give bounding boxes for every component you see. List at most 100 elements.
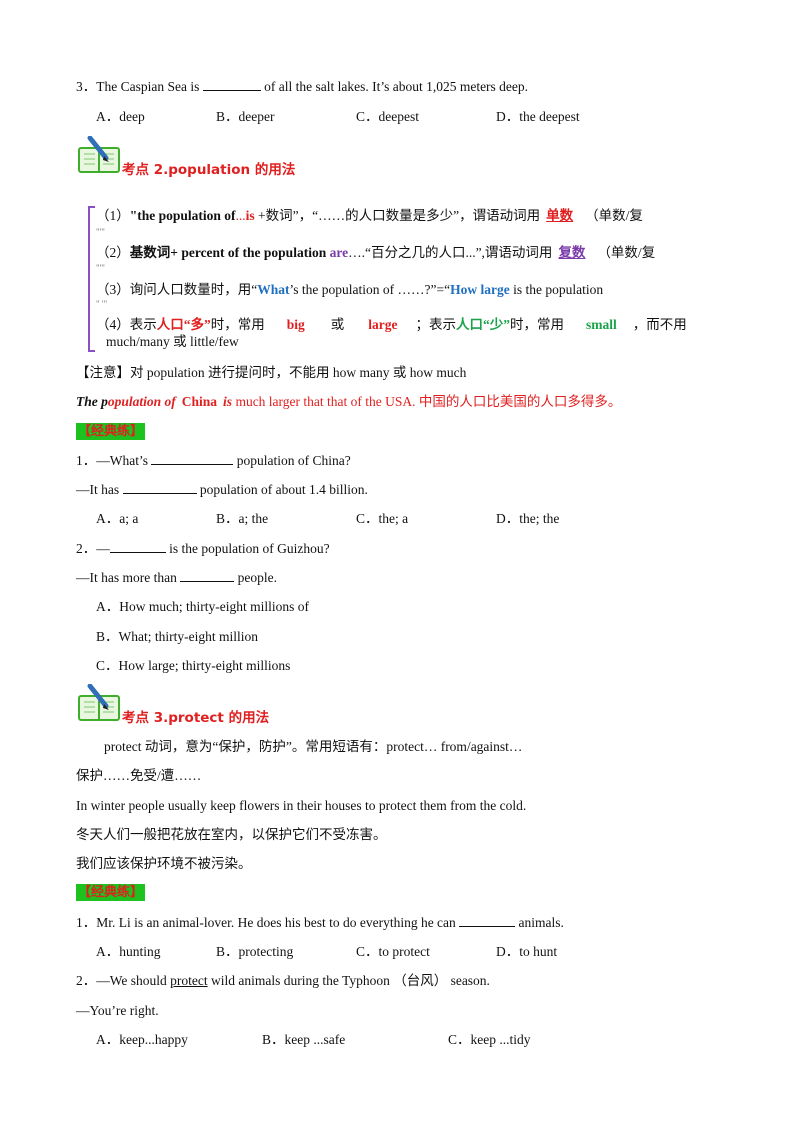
- question-stem: wild animals during the Typhoon （台风） sea…: [207, 973, 490, 988]
- option-c[interactable]: C．deepest: [356, 109, 419, 124]
- answer-blank: [122, 481, 197, 494]
- example-part: China: [181, 394, 218, 409]
- rule-text: 询问人口数量时，用“: [129, 282, 258, 297]
- answer-blank: [180, 569, 235, 582]
- question-stem: —It has more than: [76, 570, 177, 585]
- option-c[interactable]: C．to protect: [356, 944, 430, 959]
- question-stem: 2．—We should: [76, 973, 171, 988]
- rule-text: 时，常用: [510, 317, 565, 332]
- rule-text: ….“百分之几的人口...”,谓语动词用: [348, 245, 553, 260]
- rule-text: ；表示: [415, 317, 457, 332]
- practice2-q2-reply: —It has more than people.: [76, 569, 277, 587]
- cut-off-text: "'": [96, 227, 105, 237]
- protect-description-2: 保护……免受/遭……: [76, 768, 202, 783]
- answer-plural: 复数: [558, 245, 586, 260]
- rule-number: （1）: [96, 208, 130, 223]
- option-a[interactable]: A．hunting: [96, 944, 161, 959]
- rule-text: is the population: [509, 282, 604, 297]
- protect-description: protect 动词，意为“保护，防护”。常用短语有：protect… from…: [104, 739, 523, 754]
- option-a[interactable]: A．keep...happy: [96, 1032, 188, 1047]
- book-icon: [78, 684, 120, 721]
- question-stem: animals.: [518, 915, 564, 930]
- keyword-many: 人口“多”: [156, 317, 211, 332]
- option-a[interactable]: A．deep: [96, 109, 145, 124]
- bracket-decoration: [88, 206, 95, 352]
- option-c[interactable]: C．the; a: [356, 511, 409, 526]
- keyword-big: big: [286, 317, 305, 332]
- ellipsis: ...: [235, 208, 246, 223]
- practice3-q2-reply: —You’re right.: [76, 1003, 159, 1018]
- cut-off-text: " '": [96, 299, 108, 309]
- option-d[interactable]: D．to hunt: [496, 944, 558, 959]
- option-a[interactable]: A．How much; thirty-eight millions of: [96, 599, 309, 614]
- example-chinese-2: 我们应该保护环境不被污染。: [76, 856, 252, 871]
- question-stem: 1．Mr. Li is an animal-lover. He does his…: [76, 915, 456, 930]
- example-part: opulation of: [107, 394, 176, 409]
- answer-blank: [459, 914, 516, 927]
- practice-label: 【经典练】: [76, 423, 146, 440]
- option-c[interactable]: C．keep ...tidy: [448, 1032, 531, 1047]
- rule-text: 时，常用: [210, 317, 265, 332]
- question-stem: is the population of Guizhou?: [169, 541, 330, 556]
- option-d[interactable]: D．the; the: [496, 511, 560, 526]
- option-a[interactable]: A．a; a: [96, 511, 139, 526]
- rule-text: 或: [330, 317, 345, 332]
- rule-number: （3）: [96, 282, 130, 297]
- rule-keyword: 基数词+ percent of the population: [129, 245, 330, 260]
- question-stem: population of China?: [236, 453, 351, 468]
- example-english: In winter people usually keep flowers in…: [76, 798, 527, 813]
- practice3-q2: 2．—We should protect wild animals during…: [76, 972, 490, 990]
- rule-4-continued: much/many 或 little/few: [106, 334, 239, 349]
- practice2-q1: 1．—What’s population of China?: [76, 452, 351, 470]
- verb-is: is: [245, 208, 255, 223]
- example-chinese: 冬天人们一般把花放在室内，以保护它们不受冻害。: [76, 827, 387, 842]
- keyword-how-large: How large: [450, 282, 510, 297]
- keyword-small: small: [586, 317, 617, 332]
- question-stem: 3．The Caspian Sea is: [76, 79, 200, 94]
- rule-2: （2）基数词+ percent of the population are….“…: [96, 244, 716, 262]
- option-b[interactable]: B．a; the: [216, 511, 269, 526]
- section-title-population: 考点 2.population 的用法: [122, 162, 296, 178]
- question-stem: 1．—What’s: [76, 453, 148, 468]
- rule-number: （4）: [96, 317, 130, 332]
- section-title-protect: 考点 3.protect 的用法: [122, 710, 270, 726]
- practice2-q1-reply: —It has population of about 1.4 billion.: [76, 481, 368, 499]
- rule-text: ’s the population of ……?”=“: [289, 282, 451, 297]
- answer-blank: [151, 452, 234, 465]
- rule-number: （2）: [96, 245, 130, 260]
- question-stem: population of about 1.4 billion.: [199, 482, 368, 497]
- question-caspian: 3．The Caspian Sea is of all the salt lak…: [76, 78, 528, 96]
- option-b[interactable]: B．What; thirty-eight million: [96, 629, 258, 644]
- option-b[interactable]: B．keep ...safe: [262, 1032, 346, 1047]
- book-icon: [78, 136, 120, 173]
- answer-blank: [202, 78, 261, 91]
- answer-blank: [109, 540, 166, 553]
- question-stem: 2．—: [76, 541, 110, 556]
- keyword-what: What: [257, 282, 290, 297]
- practice-label: 【经典练】: [76, 884, 146, 901]
- question-stem: —It has: [76, 482, 120, 497]
- rule-3: （3）询问人口数量时，用“What’s the population of ………: [96, 281, 716, 299]
- keyword-large: large: [368, 317, 398, 332]
- rule-text: +数词”，“……的人口数量是多少”，谓语动词用: [254, 208, 541, 223]
- underlined-word: protect: [170, 973, 208, 988]
- cut-off-text: "'": [96, 263, 105, 273]
- option-b[interactable]: B．deeper: [216, 109, 275, 124]
- rule-keyword: "the population of: [129, 208, 236, 223]
- keyword-few: 人口“少”: [456, 317, 511, 332]
- option-d[interactable]: D．the deepest: [496, 109, 580, 124]
- note: 【注意】对 population 进行提问时，不能用 how many 或 ho…: [76, 365, 467, 380]
- example-part: is: [223, 394, 233, 409]
- practice3-q1: 1．Mr. Li is an animal-lover. He does his…: [76, 914, 564, 932]
- option-c[interactable]: C．How large; thirty-eight millions: [96, 658, 291, 673]
- rule-text: ，而不用: [632, 317, 687, 332]
- option-b[interactable]: B．protecting: [216, 944, 294, 959]
- answer-singular: 单数: [546, 208, 574, 223]
- rule-text: （单数/复: [585, 208, 643, 223]
- practice2-q2: 2．— is the population of Guizhou?: [76, 540, 330, 558]
- example-part: The p: [76, 394, 108, 409]
- example-part: much larger that that of the USA. 中国的人口比…: [232, 394, 622, 409]
- rule-text: 表示: [129, 317, 157, 332]
